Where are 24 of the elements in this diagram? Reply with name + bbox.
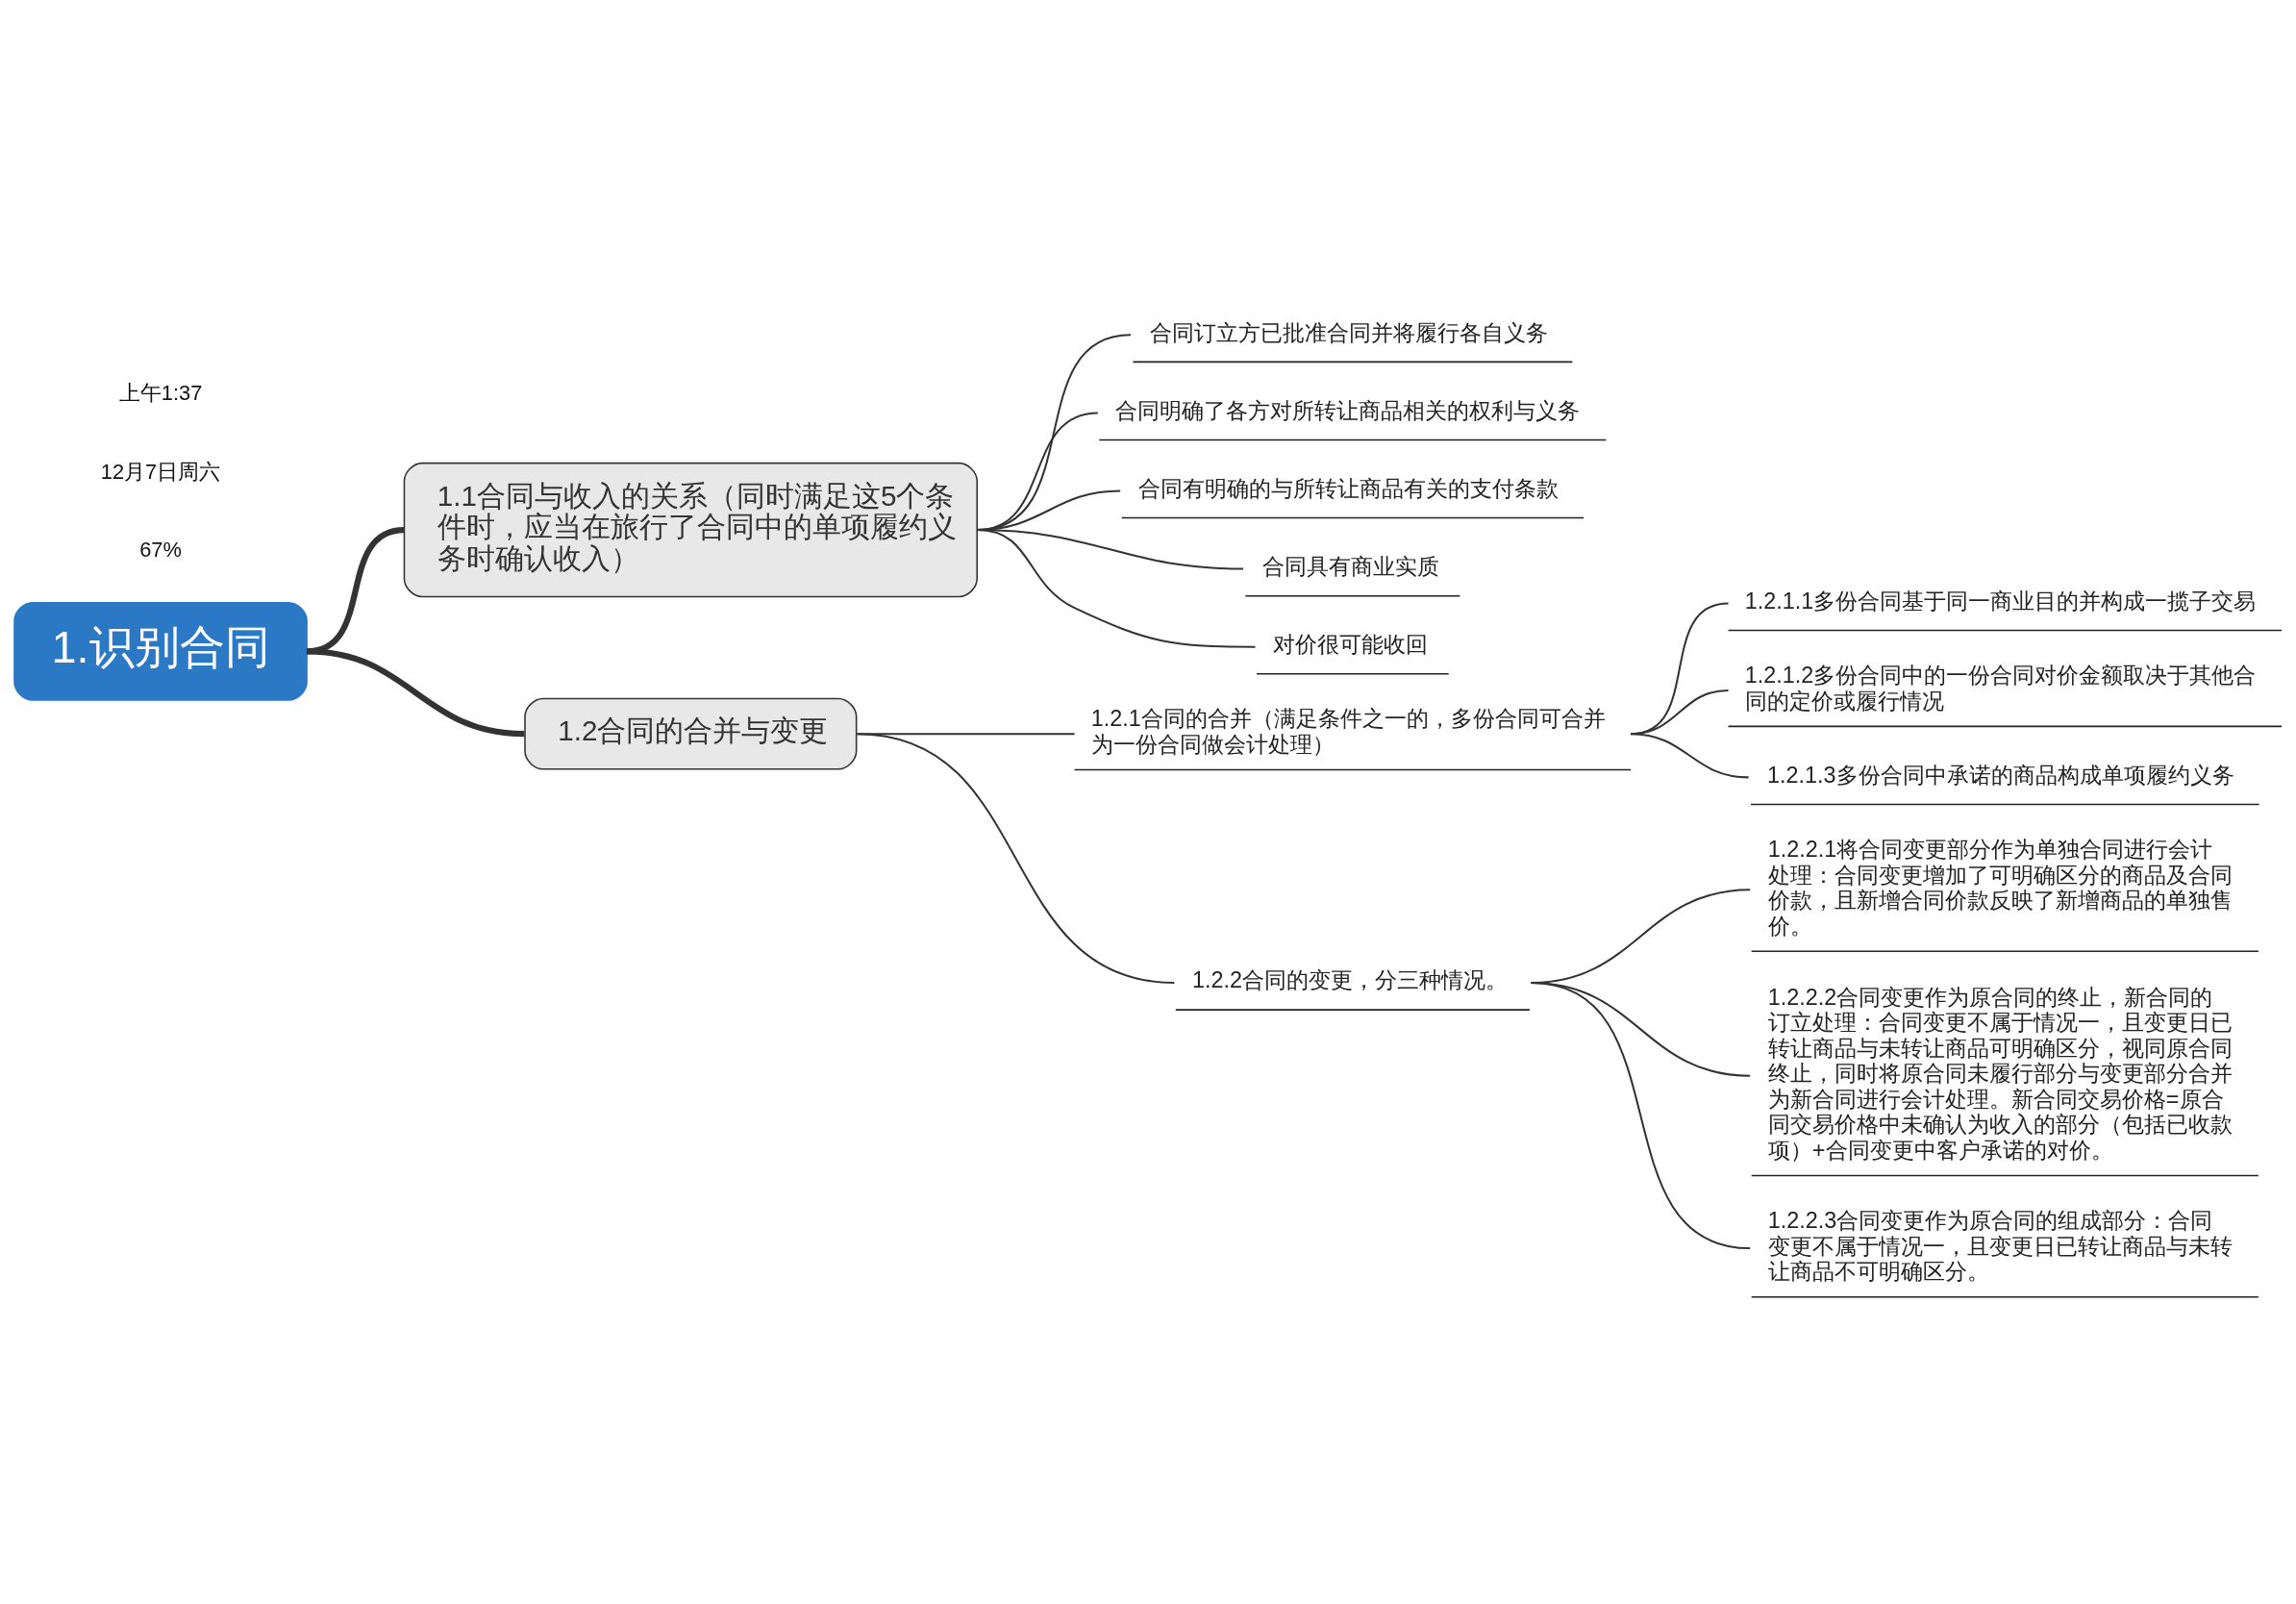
node-text: 1.2.1.2多份合同中的一份合同对价金额取决于其他合同的定价或履行情况 — [1744, 662, 2257, 714]
label: 67% — [139, 537, 182, 562]
node-text: 1.2.2合同的变更，分三种情况。 — [1192, 966, 1509, 992]
node-text: 合同具有商业实质 — [1261, 553, 1439, 579]
node-text: 合同明确了各方对所转让商品相关的权利与义务 — [1115, 397, 1581, 423]
label: 上午1:37 — [118, 380, 203, 405]
connector — [857, 732, 1175, 984]
connector — [306, 647, 525, 737]
node-text: 1.2.1.3多份合同中承诺的商品构成单项履约义务 — [1767, 762, 2234, 788]
node-text: 对价很可能收回 — [1273, 631, 1429, 657]
node-text: 1.2.2.3合同变更作为原合同的组成部分：合同变更不属于情况一，且变更日已转让商品与未转让商品不可明确区分。 — [1767, 1207, 2233, 1284]
node-text: 1.2.1合同的合并（满足条件之一的，多份合同可合并为一份合同做会计处理） — [1090, 705, 1606, 757]
label: 12月7日周六 — [100, 459, 221, 484]
node-text: 1.2.1.1多份合同基于同一商业目的并构成一揽子交易 — [1744, 588, 2257, 614]
node-text: 合同有明确的与所转让商品有关的支付条款 — [1137, 475, 1559, 501]
node-text: 1.2.2.1将合同变更部分作为单独合同进行会计处理：合同变更增加了可明确区分的商品及合同价款，且新增合同价款反映了新增商品的单独售价。 — [1767, 836, 2233, 939]
node-box: 1.识别合同 — [13, 601, 308, 701]
connector — [1631, 732, 1749, 778]
node-box: 1.2合同的合并与变更 — [524, 697, 858, 770]
node-box: 1.1合同与收入的关系（同时满足这5个条件时，应当在旅行了合同中的单项履约义务时确认收入） — [403, 462, 978, 597]
node-text: 1.2.2.2合同变更作为原合同的终止，新合同的订立处理：合同变更不属于情况一，且变更日已转让商品与未转让商品可明确区分，视同原合同终止，同时将原合同未履行部分与变更部分合并为新合同进行会计处理。新合同交易价格=原合同交易价格中未确认为收入的部分（包括已收款项）+合同变更中客户承诺的对价。 — [1767, 984, 2233, 1163]
node-text: 合同订立方已批准合同并将履行各自义务 — [1149, 319, 1548, 345]
connector — [977, 528, 1256, 648]
connector — [1531, 981, 1751, 1249]
